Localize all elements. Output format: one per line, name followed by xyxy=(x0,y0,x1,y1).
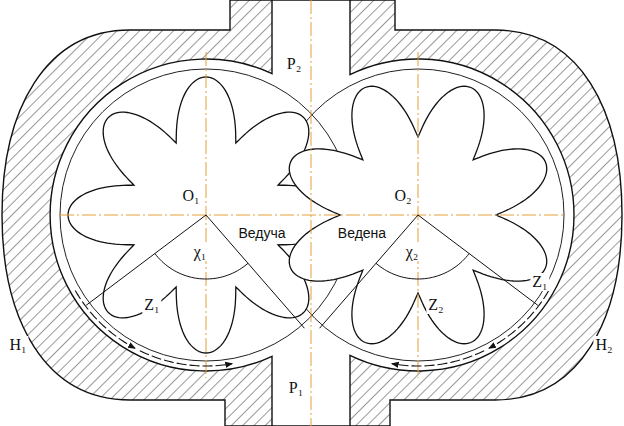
center-label: O₁ xyxy=(180,187,201,205)
guides xyxy=(60,0,564,426)
gear-label: Ведуча xyxy=(236,225,287,241)
flow-arrow xyxy=(75,291,135,349)
flow-label: H₂ xyxy=(593,336,614,354)
flow-arrow xyxy=(392,351,484,366)
angle-ray xyxy=(86,215,206,305)
flow-arrow xyxy=(140,351,232,366)
center-label: O₂ xyxy=(392,187,413,205)
gear-label: Ведена xyxy=(336,225,388,241)
teeth-label: Z₂ xyxy=(426,296,445,314)
angle-label: χ₁ xyxy=(192,243,209,261)
angle-ray xyxy=(320,215,418,328)
teeth-label: Z₁ xyxy=(530,273,549,291)
flow-arrow xyxy=(489,291,549,349)
port-label: P₁ xyxy=(287,379,305,397)
angle-label: χ₂ xyxy=(404,243,421,261)
port-label: P₂ xyxy=(285,55,303,73)
center-line xyxy=(311,0,312,426)
angle-ray xyxy=(206,215,304,328)
angle-arc xyxy=(376,254,469,279)
angle-ray xyxy=(418,215,538,305)
center-line xyxy=(60,215,564,216)
flow-label: H₁ xyxy=(7,336,28,354)
teeth-label: Z₁ xyxy=(142,296,161,314)
